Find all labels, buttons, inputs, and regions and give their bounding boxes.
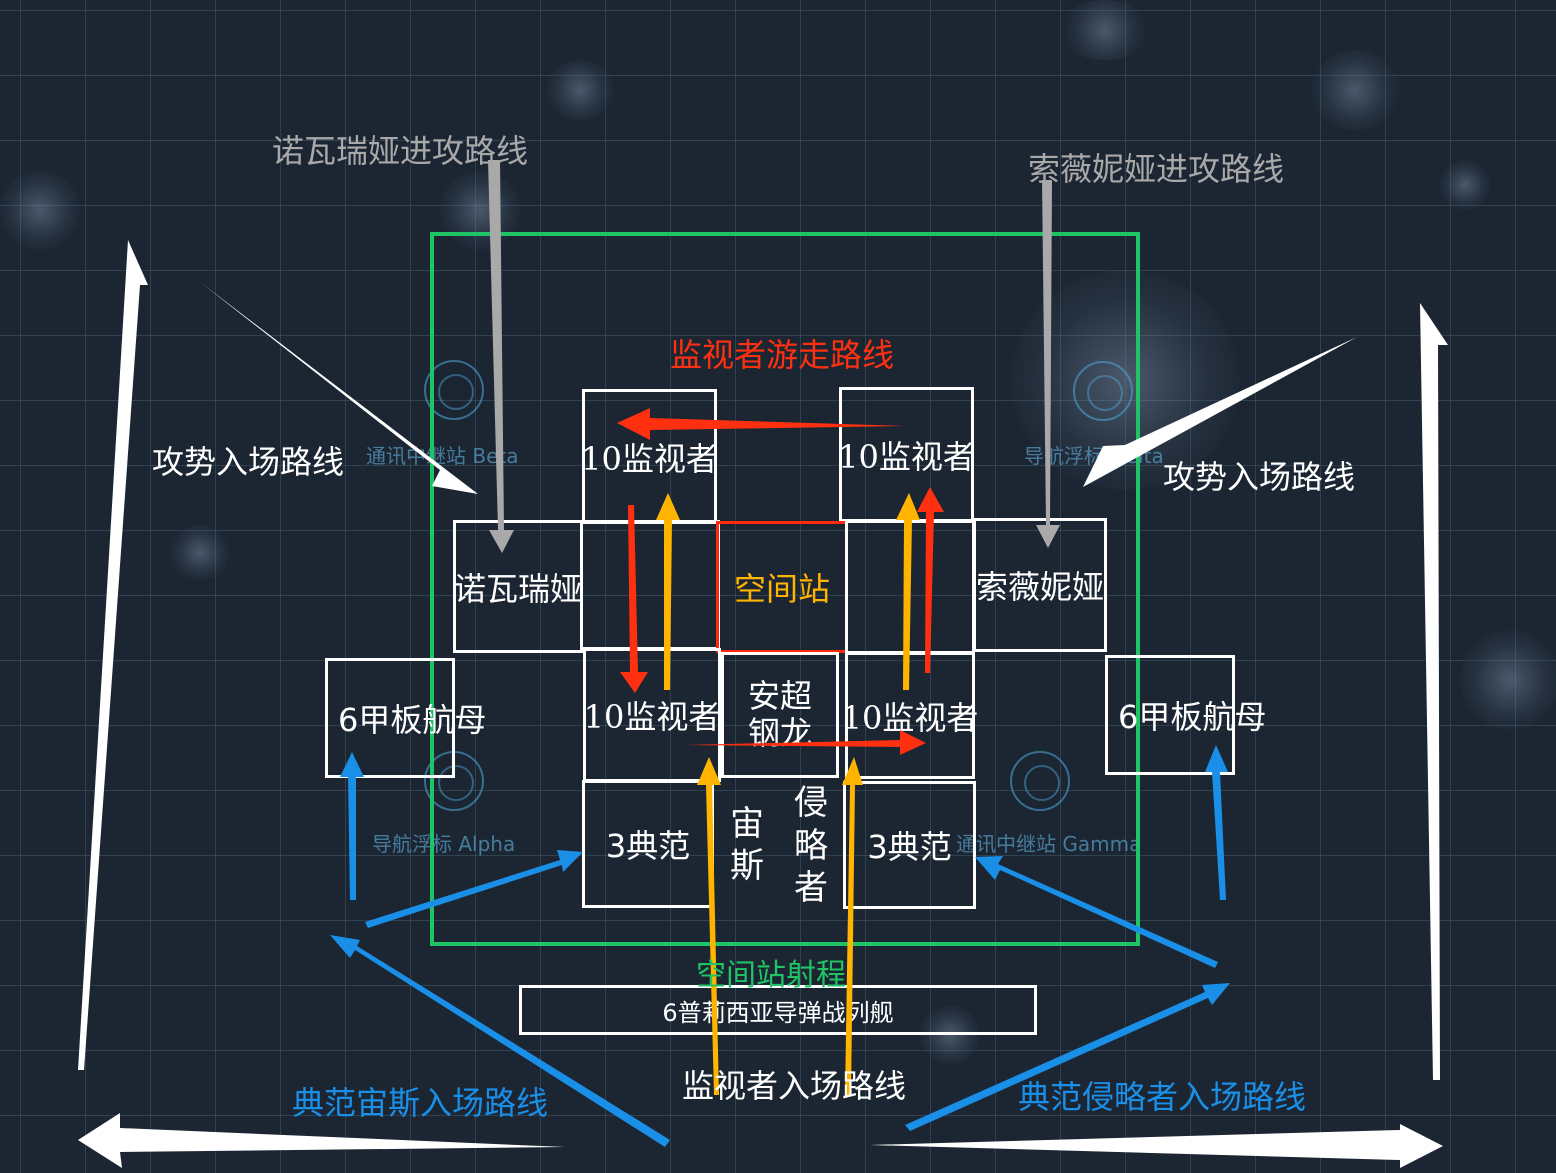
nebula <box>440 170 520 250</box>
offensive-entry-arrow-left <box>200 282 478 494</box>
unit-label: 3典范 <box>867 828 952 866</box>
nebula <box>920 1005 980 1065</box>
sovinia-attack-route-label: 索薇妮娅进攻路线 <box>1028 150 1285 188</box>
patrol-arrow-left-down <box>620 505 648 693</box>
unit-paragon-right: 3典范 <box>843 781 976 909</box>
edge-arrow-bottom-right <box>870 1124 1443 1168</box>
unit-paragon-zeus: 宙 斯 <box>711 780 783 910</box>
unit-overseer-mid-right: 10监视者 <box>842 652 978 779</box>
offensive-entry-right-label: 攻势入场路线 <box>1163 458 1356 496</box>
invader-entry-route-label: 典范侵略者入场路线 <box>1018 1078 1307 1116</box>
edge-arrow-right-up <box>1420 303 1448 1080</box>
novarya-attack-arrow <box>488 160 514 553</box>
paragon-entry-arrow-left-up <box>340 752 364 900</box>
unit-overseer-top-right: 10监视者 <box>838 387 975 522</box>
nebula <box>1460 630 1556 730</box>
buoy-delta-icon <box>1073 361 1133 421</box>
zeus-entry-route-label: 典范宙斯入场路线 <box>292 1084 549 1122</box>
paragon-entry-arrow-right-up <box>1205 745 1228 900</box>
edge-arrow-bottom-left <box>78 1113 565 1168</box>
unit-paragon-invader: 侵 略 者 <box>776 780 846 912</box>
relay-beta-icon <box>424 360 484 420</box>
unit-label: 斯 <box>730 846 764 886</box>
unit-label: 空间站 <box>733 570 830 608</box>
unit-prisia-cruisers: 6普莉西亚导弹战列舰 <box>519 985 1037 1035</box>
unit-label: 宙 <box>730 803 764 844</box>
overseer-patrol-route-label: 监视者游走路线 <box>670 336 895 374</box>
paragon-entry-arrow-to-left-paragon <box>365 850 583 928</box>
station-range-box <box>430 232 1140 946</box>
unit-carrier-right: 6甲板航母 <box>1105 655 1266 775</box>
nebula <box>1440 160 1490 210</box>
unit-label: 6甲板航母 <box>1118 698 1267 736</box>
nebula <box>545 60 615 120</box>
unit-sovinia: 索薇妮娅 <box>973 518 1107 652</box>
patrol-arrow-right-up <box>917 487 944 673</box>
unit-label: 诺瓦瑞娅 <box>454 569 583 608</box>
unit-label: 侵 <box>794 783 828 824</box>
overseer-entry-arrow-bottom-right <box>842 757 863 1095</box>
invader-entry-arrow <box>905 983 1230 1131</box>
zeus-entry-arrow <box>330 935 670 1147</box>
relay-gamma-icon <box>1010 751 1070 811</box>
overseer-entry-arrow-bottom-left <box>697 757 721 1095</box>
unit-overseer-top-left: 10监视者 <box>581 389 718 524</box>
unit-label: 6甲板航母 <box>338 701 487 739</box>
overseer-entry-route-label: 监视者入场路线 <box>682 1067 907 1105</box>
unit-label: 10监视者 <box>581 439 718 478</box>
unit-label: 6普莉西亚导弹战列舰 <box>662 998 894 1027</box>
buoy-alpha-label: 导航浮标 Alpha <box>372 832 516 856</box>
unit-label: 10监视者 <box>583 698 721 736</box>
sovinia-attack-arrow <box>1036 180 1060 548</box>
unit-label: 索薇妮娅 <box>976 568 1105 606</box>
unit-label: 10监视者 <box>838 437 975 476</box>
patrol-arrow-top <box>617 408 905 440</box>
unit-label: 安超 <box>747 677 812 716</box>
unit-label: 10监视者 <box>841 698 979 737</box>
relay-gamma-label: 通讯中继站 Gamma <box>956 832 1142 856</box>
edge-arrow-left-up <box>78 240 148 1070</box>
paragon-entry-arrow-to-right-paragon <box>975 856 1218 968</box>
offensive-entry-left-label: 攻势入场路线 <box>152 443 345 481</box>
nebula <box>0 170 80 250</box>
unit-label: 者 <box>794 868 828 909</box>
novarya-attack-route-label: 诺瓦瑞娅进攻路线 <box>272 132 529 170</box>
unit-label: 3典范 <box>605 827 691 865</box>
offensive-entry-arrow-right <box>1083 337 1357 487</box>
relay-beta-label: 通讯中继站 Beta <box>366 444 519 468</box>
station-range-label: 空间站射程 <box>696 958 846 993</box>
overseer-entry-arrow-top-right <box>896 493 920 690</box>
overseer-entry-arrow-top-left <box>656 493 680 690</box>
patrol-arrow-bottom <box>685 730 926 755</box>
nebula <box>170 525 230 580</box>
unit-carrier-left: 6甲板航母 <box>325 658 486 778</box>
unit-label: 略 <box>794 825 828 866</box>
nebula <box>1060 0 1150 60</box>
nebula <box>1310 50 1400 130</box>
